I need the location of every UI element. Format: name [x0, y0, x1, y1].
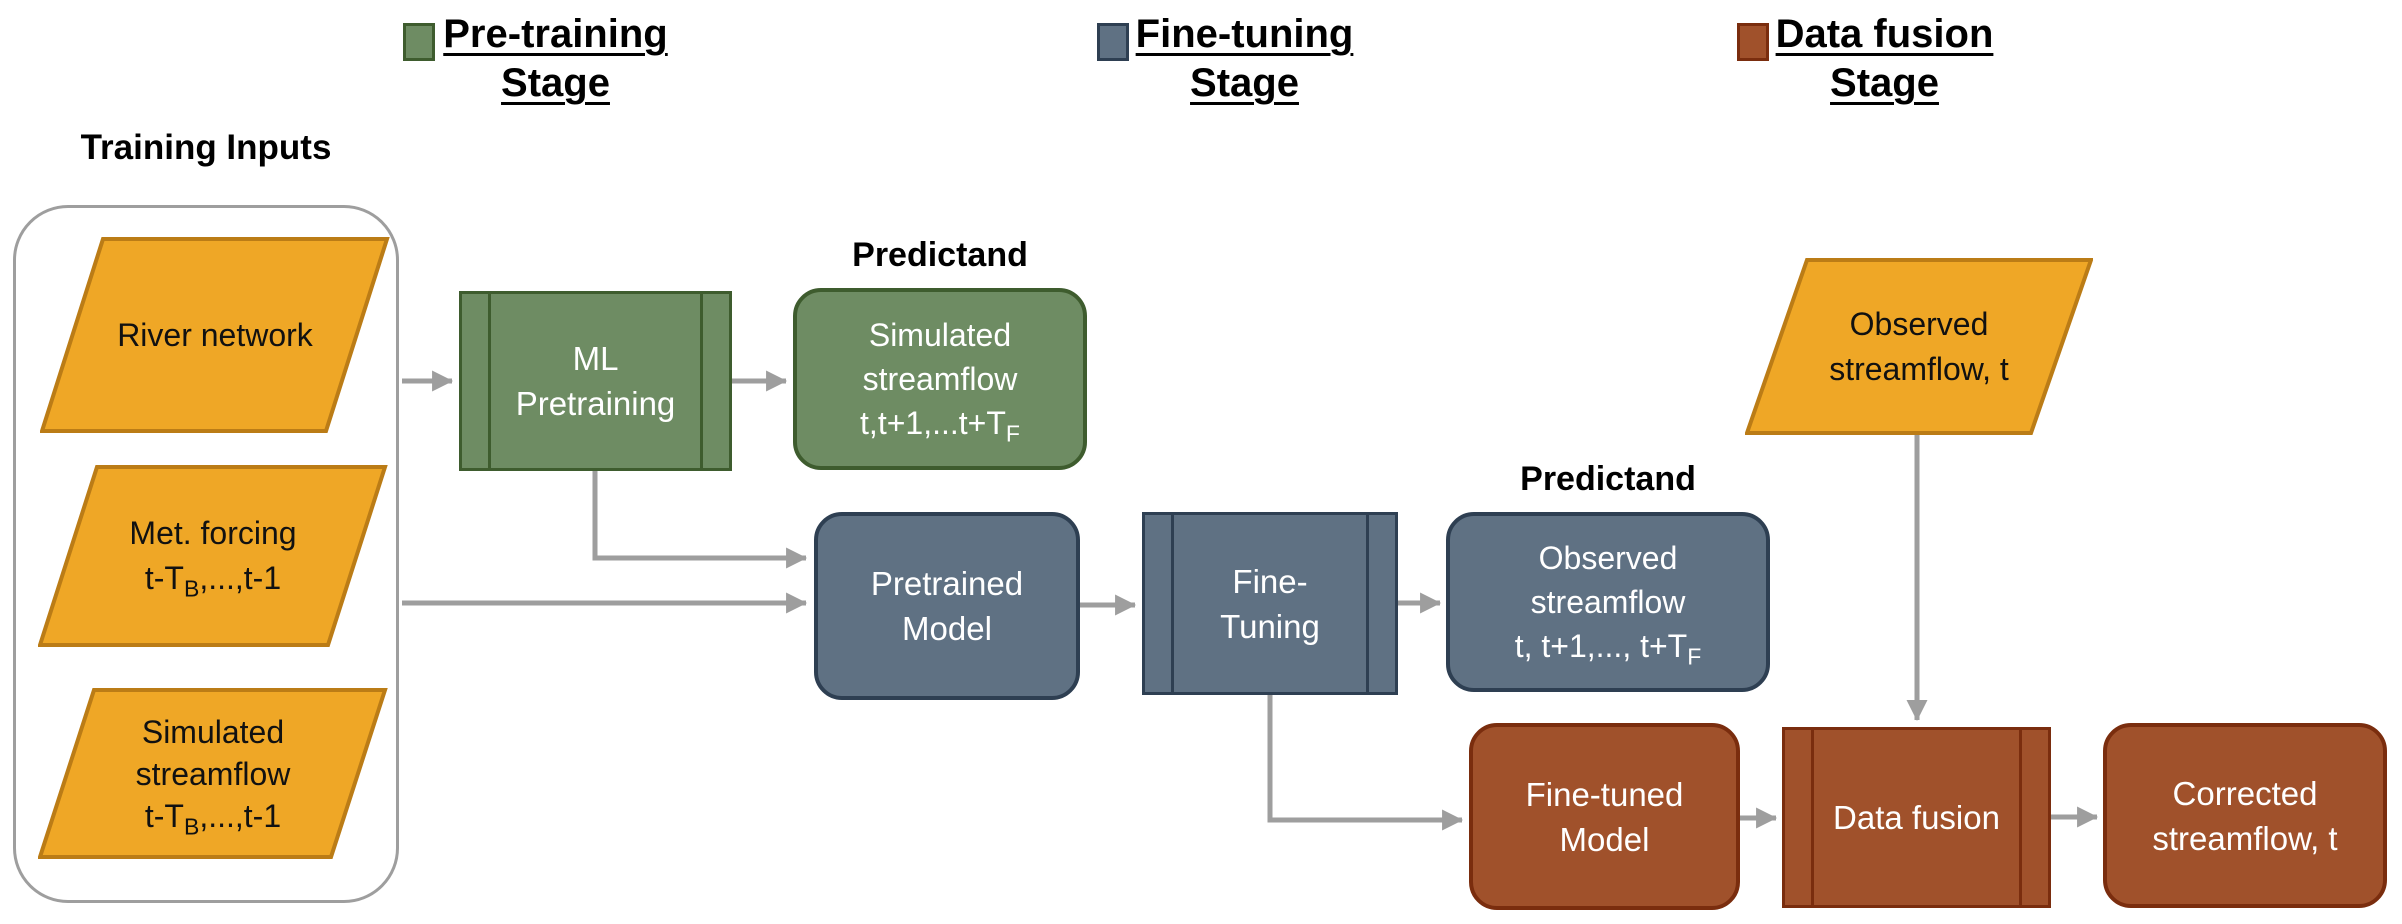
node-label-line: t-TB,...,t-1 [144, 797, 282, 839]
predictand-label-finetuning: Predictand [1520, 460, 1696, 498]
node-label-line: streamflow, t [1829, 350, 2009, 387]
training-inputs-title: Training Inputs [80, 128, 332, 167]
node-label-line: streamflow [135, 755, 291, 792]
legend-label-line: Stage [501, 61, 610, 105]
legend-swatch-datafusion [1737, 23, 1769, 61]
node-label-line: Model [1559, 820, 1650, 858]
fine-tuned-model-node: Fine-tuned Model [1469, 723, 1740, 910]
node-label-line: t-TB,...,t-1 [144, 560, 282, 602]
node-label-line: Fine-tuned [1525, 775, 1684, 813]
observed-streamflow-output-node: Observed streamflow t, t+1,..., t+TF [1446, 512, 1770, 692]
legend-label-datafusion: Data fusion Stage [1767, 10, 2002, 108]
parallelogram-shape [1745, 258, 2093, 435]
river-network-node: River network [40, 237, 390, 433]
legend-label-pretraining: Pre-training Stage [433, 10, 678, 108]
legend-label-line: Stage [1190, 61, 1299, 105]
process-side-bar [1366, 515, 1369, 692]
node-label-line: Corrected [2172, 774, 2318, 812]
pretrained-model-node: Pretrained Model [814, 512, 1080, 700]
simulated-streamflow-output-node: Simulated streamflow t,t+1,...t+TF [793, 288, 1087, 470]
process-side-bar [1171, 515, 1174, 692]
legend-label-line: Pre-training [443, 12, 668, 56]
node-label-line: Pretraining [515, 385, 676, 422]
node-label-line: River network [117, 316, 313, 353]
node-label-line: Simulated [868, 317, 1012, 353]
training-inputs-container [13, 205, 399, 903]
parallelogram-shape [38, 465, 388, 647]
legend-label-line: Data fusion [1775, 12, 1994, 56]
ml-pretraining-process: ML Pretraining [459, 291, 732, 471]
legend-label-finetuning: Fine-tuning Stage [1127, 10, 1362, 108]
node-label-line: Simulated [141, 713, 285, 750]
observed-streamflow-input-node: Observed streamflow, t [1745, 258, 2093, 435]
arrow-fine-tuning-to-fine-tuned-model [1267, 695, 1464, 831]
node-label-line: Observed [1849, 305, 1989, 342]
node-label-line: Pretrained [870, 565, 1024, 602]
data-fusion-process: Data fusion [1782, 727, 2051, 908]
process-side-bar [1811, 730, 1814, 905]
node-label-line: Tuning [1220, 607, 1320, 645]
node-label-line: t,t+1,...t+TF [860, 405, 1020, 447]
process-side-bar [2019, 730, 2022, 905]
legend-swatch-pretraining [403, 23, 435, 61]
node-label-line: Met. forcing [129, 515, 297, 551]
predictand-label-pretraining: Predictand [852, 236, 1028, 274]
legend-label-line: Fine-tuning [1135, 12, 1354, 56]
node-label-line: Model [902, 610, 992, 647]
node-label-line: Observed [1538, 540, 1678, 576]
node-label-line: streamflow [862, 361, 1018, 397]
process-side-bar [488, 294, 491, 468]
corrected-streamflow-node: Corrected streamflow, t [2103, 723, 2387, 908]
node-label-line: t, t+1,..., t+TF [1514, 628, 1702, 670]
parallelogram-shape [38, 688, 388, 859]
node-label-line: Fine- [1232, 562, 1308, 600]
met-forcing-node: Met. forcing t-TB,...,t-1 [38, 465, 388, 647]
node-label-line: streamflow, t [2152, 819, 2338, 857]
arrow-ml-pretraining-to-pretrained-model [592, 471, 808, 569]
process-side-bar [700, 294, 703, 468]
legend-swatch-finetuning [1097, 23, 1129, 61]
simulated-streamflow-input-node: Simulated streamflow t-TB,...,t-1 [38, 688, 388, 859]
node-label-line: Data fusion [1833, 799, 2000, 836]
legend-label-line: Stage [1830, 61, 1939, 105]
node-label-line: streamflow [1530, 584, 1686, 620]
node-label-line: ML [572, 340, 619, 377]
fine-tuning-process: Fine- Tuning [1142, 512, 1398, 695]
parallelogram-shape [40, 237, 390, 433]
